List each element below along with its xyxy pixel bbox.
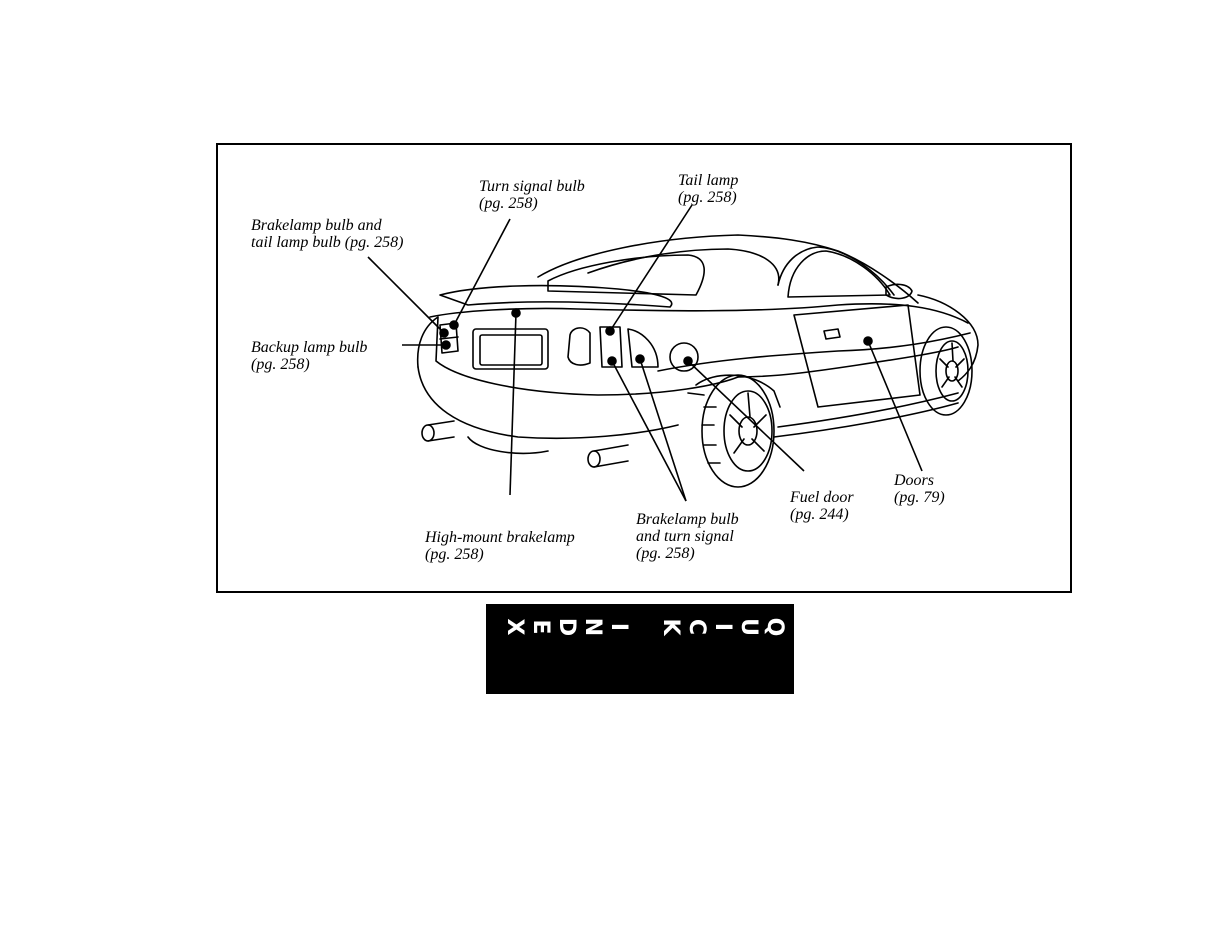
exhaust-left (422, 425, 434, 441)
quick-index-letter: Q (759, 615, 789, 639)
label-backup-lamp: Backup lamp bulb (pg. 258) (251, 339, 367, 373)
diagram-frame: Brakelamp bulb and tail lamp bulb (pg. 2… (216, 143, 1072, 593)
label-fuel-door: Fuel door (pg. 244) (790, 489, 854, 523)
quick-index-letter: X (499, 615, 529, 639)
quick-index-letter: U (733, 615, 763, 639)
leader-tail-lamp (610, 205, 692, 331)
right-tail-lamp (568, 328, 590, 365)
leader-brakelamp-turn-b (640, 359, 686, 501)
leader-doors (868, 341, 922, 471)
quick-index-letter: I (707, 615, 737, 639)
quick-index-letter: N (577, 615, 607, 639)
label-brakelamp-tail: Brakelamp bulb and tail lamp bulb (pg. 2… (251, 217, 403, 251)
quick-index-tab[interactable]: Q U I C K I N D E X (486, 604, 794, 694)
label-high-mount: High-mount brakelamp (pg. 258) (425, 529, 575, 563)
door-panel (794, 305, 920, 407)
label-tail-lamp: Tail lamp (pg. 258) (678, 172, 738, 206)
quick-index-letter: I (603, 615, 633, 639)
leader-brakelamp-turn-a (612, 361, 686, 501)
label-turn-signal: Turn signal bulb (pg. 258) (479, 178, 585, 212)
leader-high-mount (510, 313, 516, 495)
quick-index-letters: Q U I C K I N D E X (486, 612, 794, 642)
quick-index-letter: K (655, 615, 685, 639)
quick-index-letter: C (681, 615, 711, 639)
front-wheel (920, 327, 972, 415)
label-doors: Doors (pg. 79) (894, 472, 945, 506)
label-brakelamp-turn: Brakelamp bulb and turn signal (pg. 258) (636, 511, 739, 562)
quick-index-letter: D (551, 615, 581, 639)
exhaust-right (588, 451, 600, 467)
leader-brakelamp-tail (368, 257, 444, 333)
quick-index-letter: E (525, 615, 555, 639)
rear-wheel (702, 375, 774, 487)
